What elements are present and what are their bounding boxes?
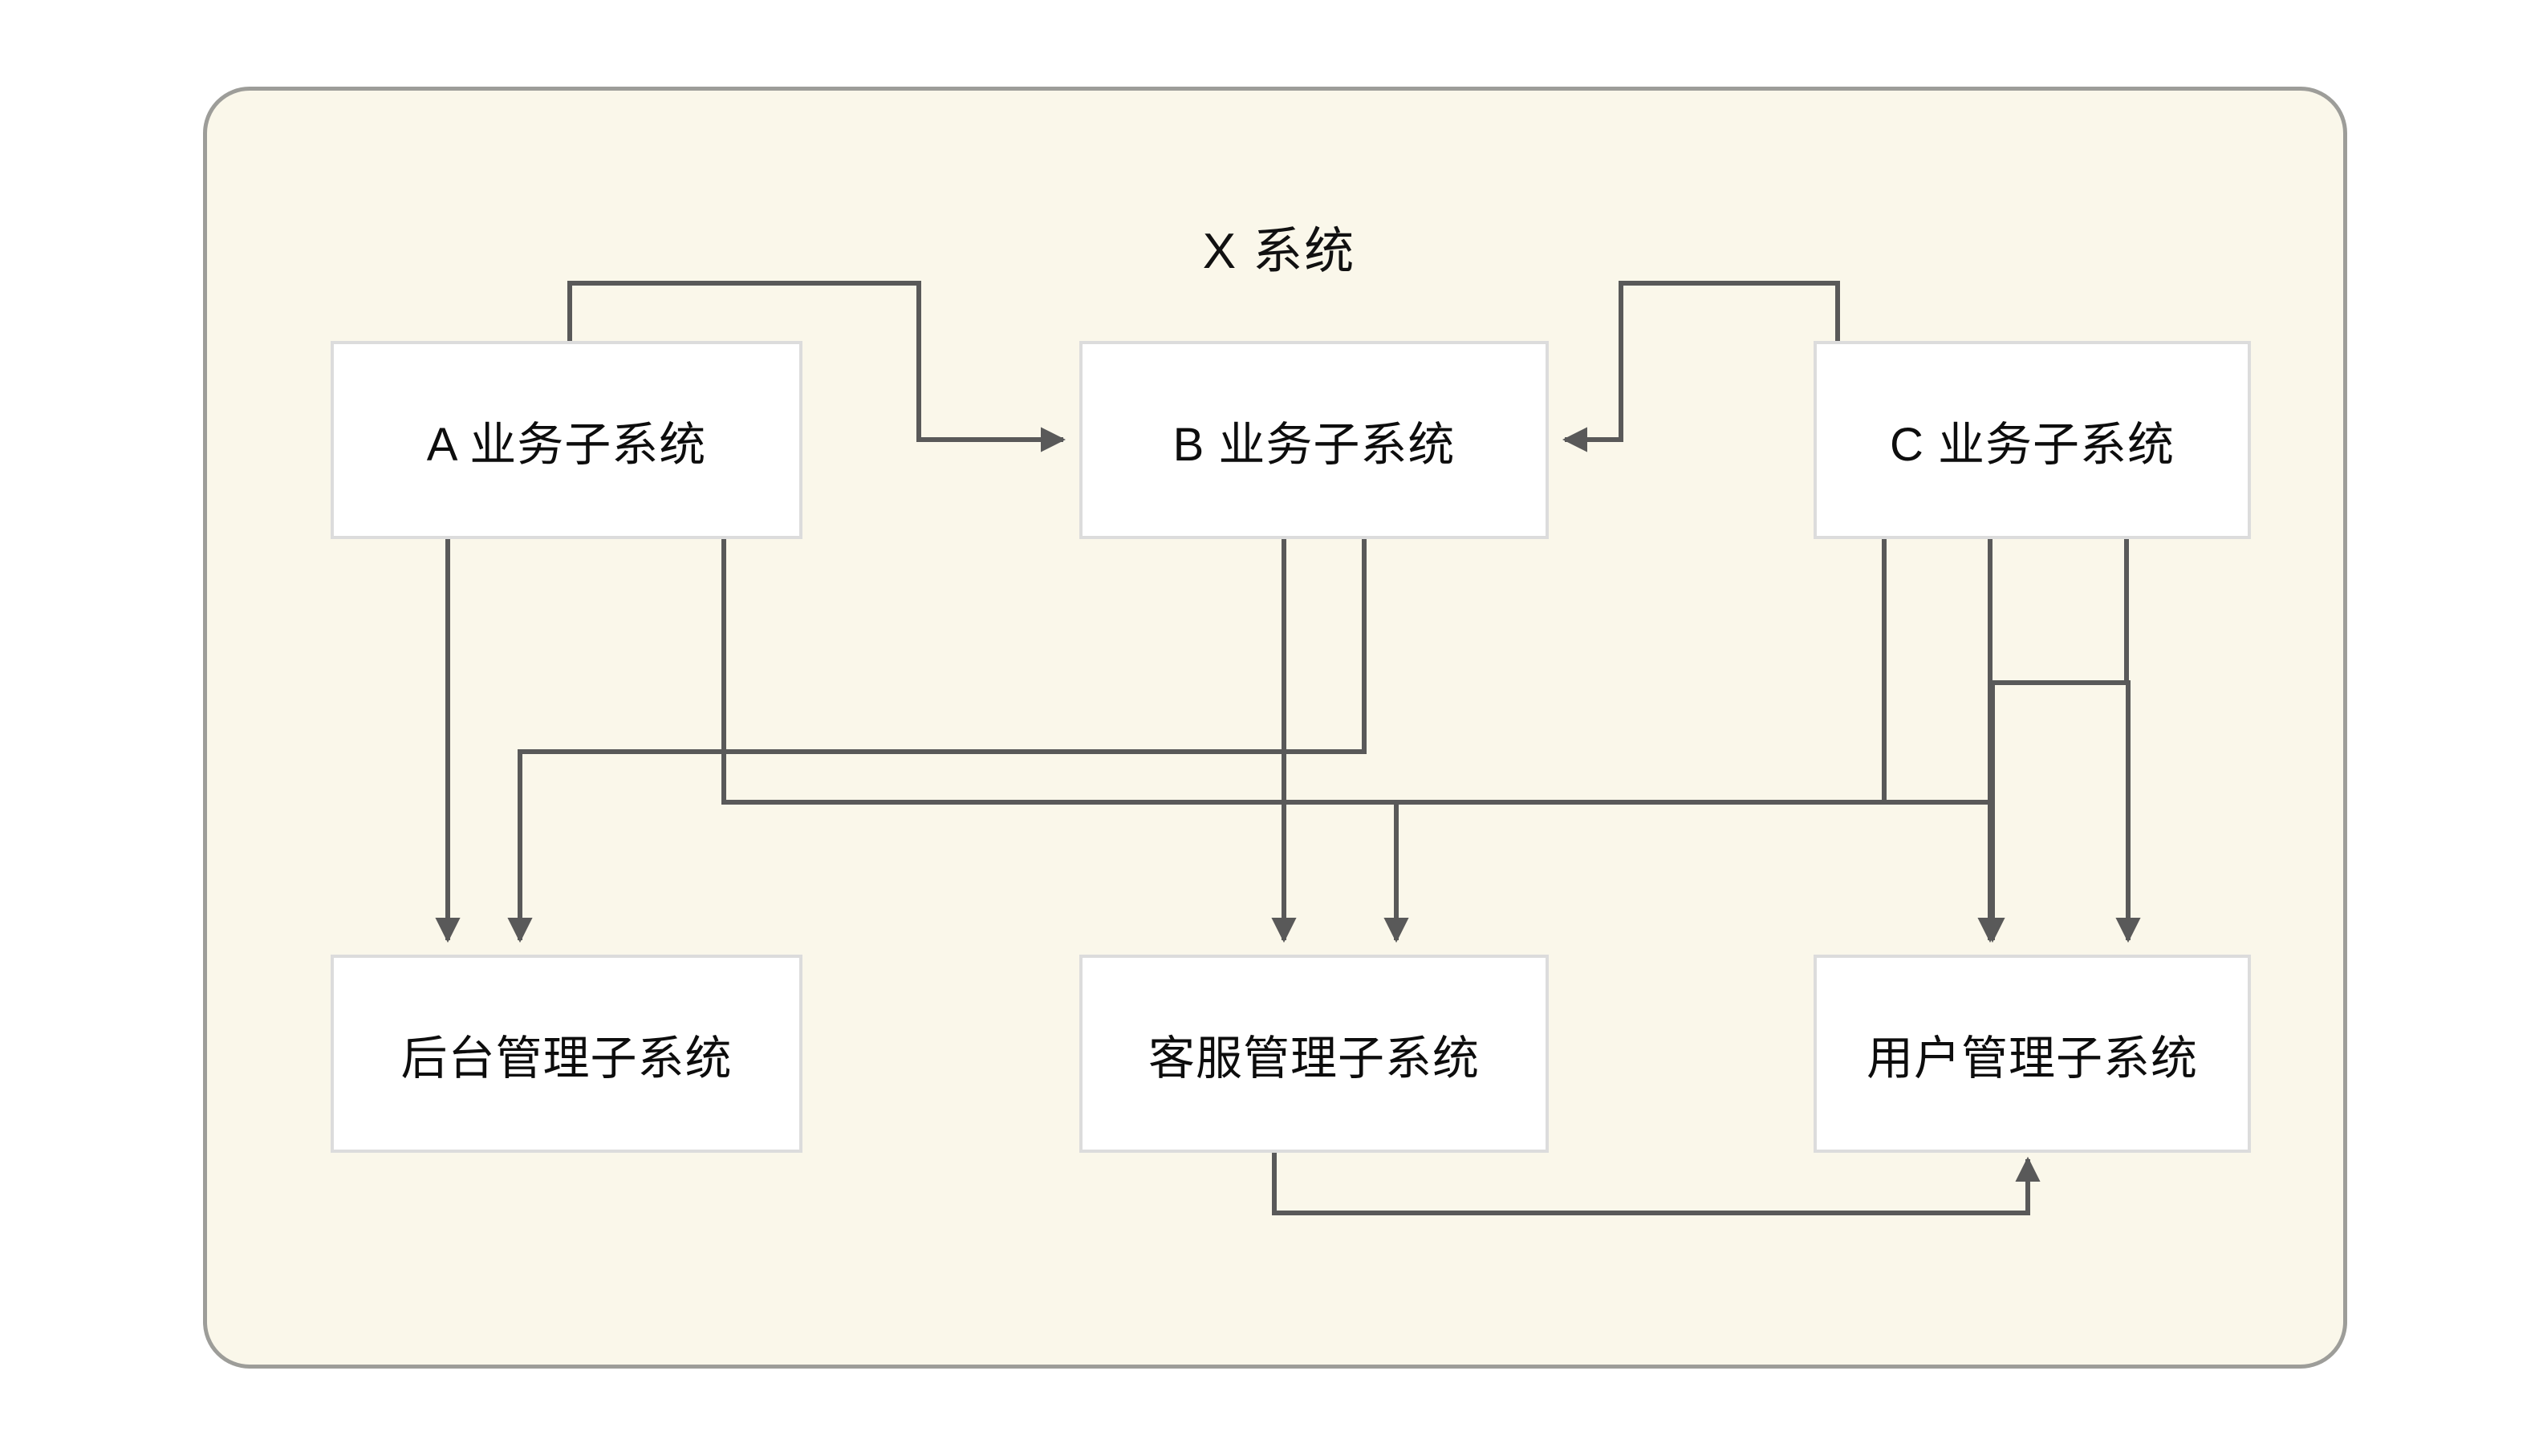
node-user-management-subsystem[interactable]: 用户管理子系统 bbox=[1814, 955, 2251, 1153]
node-customer-service-management-subsystem[interactable]: 客服管理子系统 bbox=[1079, 955, 1549, 1153]
page-title: X 系统 bbox=[1202, 224, 1356, 279]
node-b-business-subsystem[interactable]: B 业务子系统 bbox=[1079, 341, 1549, 539]
node-label: 后台管理子系统 bbox=[400, 1032, 733, 1085]
node-a-business-subsystem[interactable]: A 业务子系统 bbox=[331, 341, 802, 539]
node-c-business-subsystem[interactable]: C 业务子系统 bbox=[1814, 341, 2251, 539]
node-label: B 业务子系统 bbox=[1172, 418, 1456, 471]
node-label: 客服管理子系统 bbox=[1148, 1032, 1480, 1085]
node-label: C 业务子系统 bbox=[1889, 418, 2175, 471]
node-label: A 业务子系统 bbox=[426, 418, 707, 471]
node-label: 用户管理子系统 bbox=[1866, 1032, 2198, 1085]
node-admin-management-subsystem[interactable]: 后台管理子系统 bbox=[331, 955, 802, 1153]
system-boundary: X 系统 bbox=[203, 87, 2347, 1369]
